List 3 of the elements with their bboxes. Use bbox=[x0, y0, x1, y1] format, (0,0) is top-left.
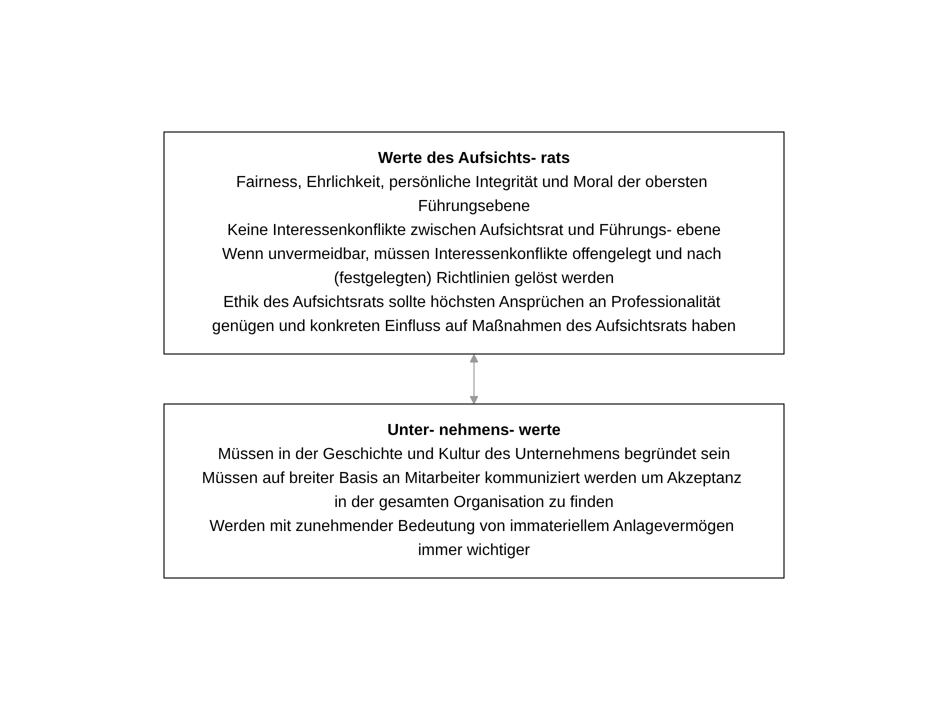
node-box: Unter- nehmens- werte Müssen in der Geschichte und Kultur des Unternehmens begründet sein Müssen auf breiter Basis an Mitarbeiter kommuniziert werden um Akzeptanz in der gesamten Organisation zu finden Werden mit zunehmender Bedeutung von immateriellem Anlagevermögen immer wichtiger bbox=[163, 404, 784, 578]
arrow bbox=[469, 354, 478, 404]
node-box: Werte des Aufsichts- rats Fairness, Ehrlichkeit, persönliche Integrität und Moral der obersten Führungsebene Keine Interessenkonflikte zwischen Aufsichtsrat und Führungs- ebene Wenn unvermeidbar, müssen Interessenkonflikte offengelegt und nach (festgelegten) Richtlinien gelöst werden Ethik des Aufsichtsrats sollte höchsten Ansprüchen an Professionalität genügen und konkreten Einfluss auf Maßnahmen des Aufsichtsrats haben bbox=[163, 132, 784, 354]
